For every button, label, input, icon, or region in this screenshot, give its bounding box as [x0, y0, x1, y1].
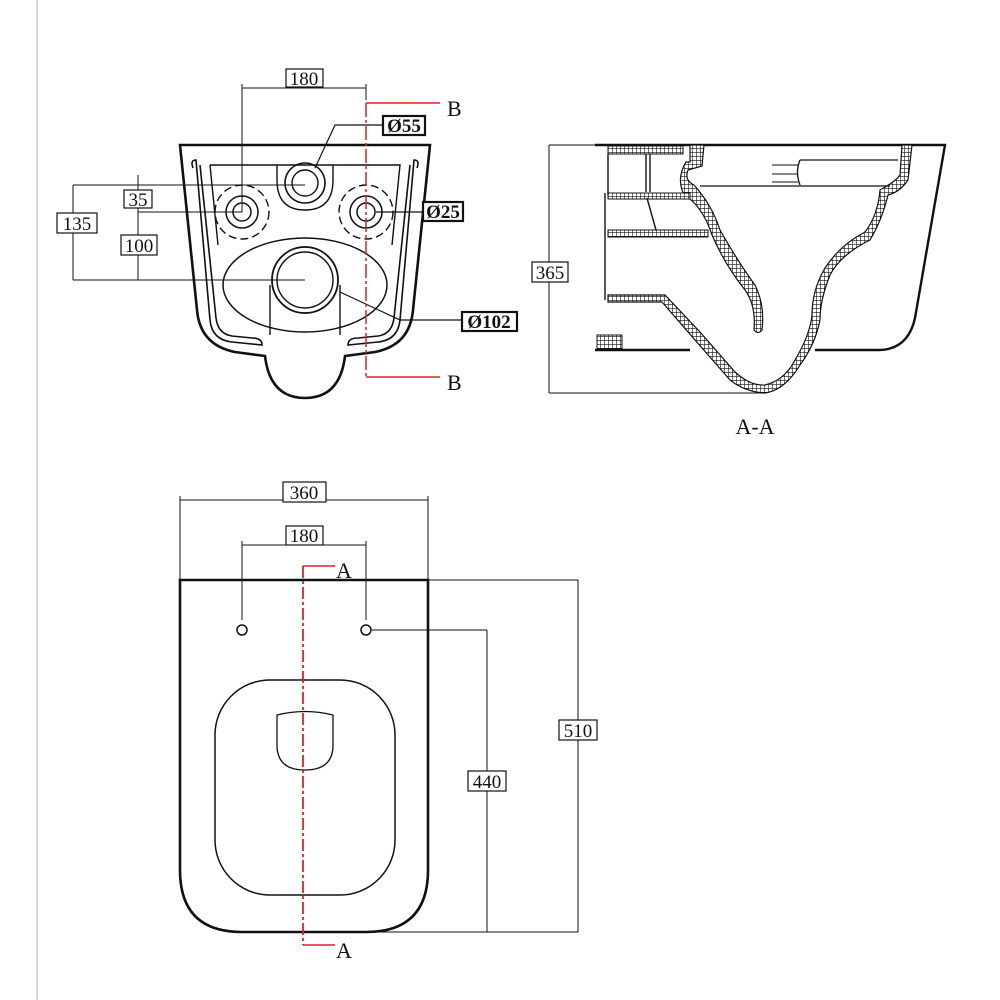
dim-pipe-spacing: 35: [129, 190, 148, 211]
bowl-wall: [679, 144, 764, 334]
section-label-a-top: A: [336, 558, 352, 583]
dim-front-total-height: 135: [63, 214, 92, 235]
section-title-a-a: A-A: [735, 414, 774, 439]
mount-hole-right: [360, 624, 372, 636]
section-label-b-bottom: B: [447, 370, 462, 395]
dim-hole-to-front: 440: [473, 772, 502, 793]
callout-bolt-diameter: Ø25: [426, 202, 460, 223]
inlet-pipe: [284, 162, 326, 204]
dim-side-height: 365: [536, 263, 565, 284]
side-section-view: 365 A-A: [531, 143, 947, 439]
top-outline: [178, 578, 430, 934]
section-label-a-bottom: A: [336, 938, 352, 963]
callout-outlet-diameter: Ø102: [467, 312, 510, 333]
front-view: 180 135 35 100 Ø55 Ø25 Ø102 B B: [56, 68, 519, 400]
callout-inlet-diameter: Ø55: [387, 116, 421, 137]
dim-length: 510: [564, 721, 593, 742]
front-outline: [178, 143, 432, 400]
side-outline: [595, 143, 947, 352]
seat-opening: [214, 679, 396, 896]
dim-top-width: 360: [290, 483, 319, 504]
mount-hole-left: [236, 624, 248, 636]
dim-hole-spacing: 180: [290, 526, 319, 547]
section-label-b-top: B: [447, 96, 462, 121]
dim-front-width: 180: [290, 69, 319, 90]
flush-arrows: [772, 164, 798, 183]
bowl-drain: [276, 710, 334, 771]
top-view: 360 180 510 440 A A: [178, 481, 598, 963]
dim-outlet-height: 100: [125, 236, 154, 257]
